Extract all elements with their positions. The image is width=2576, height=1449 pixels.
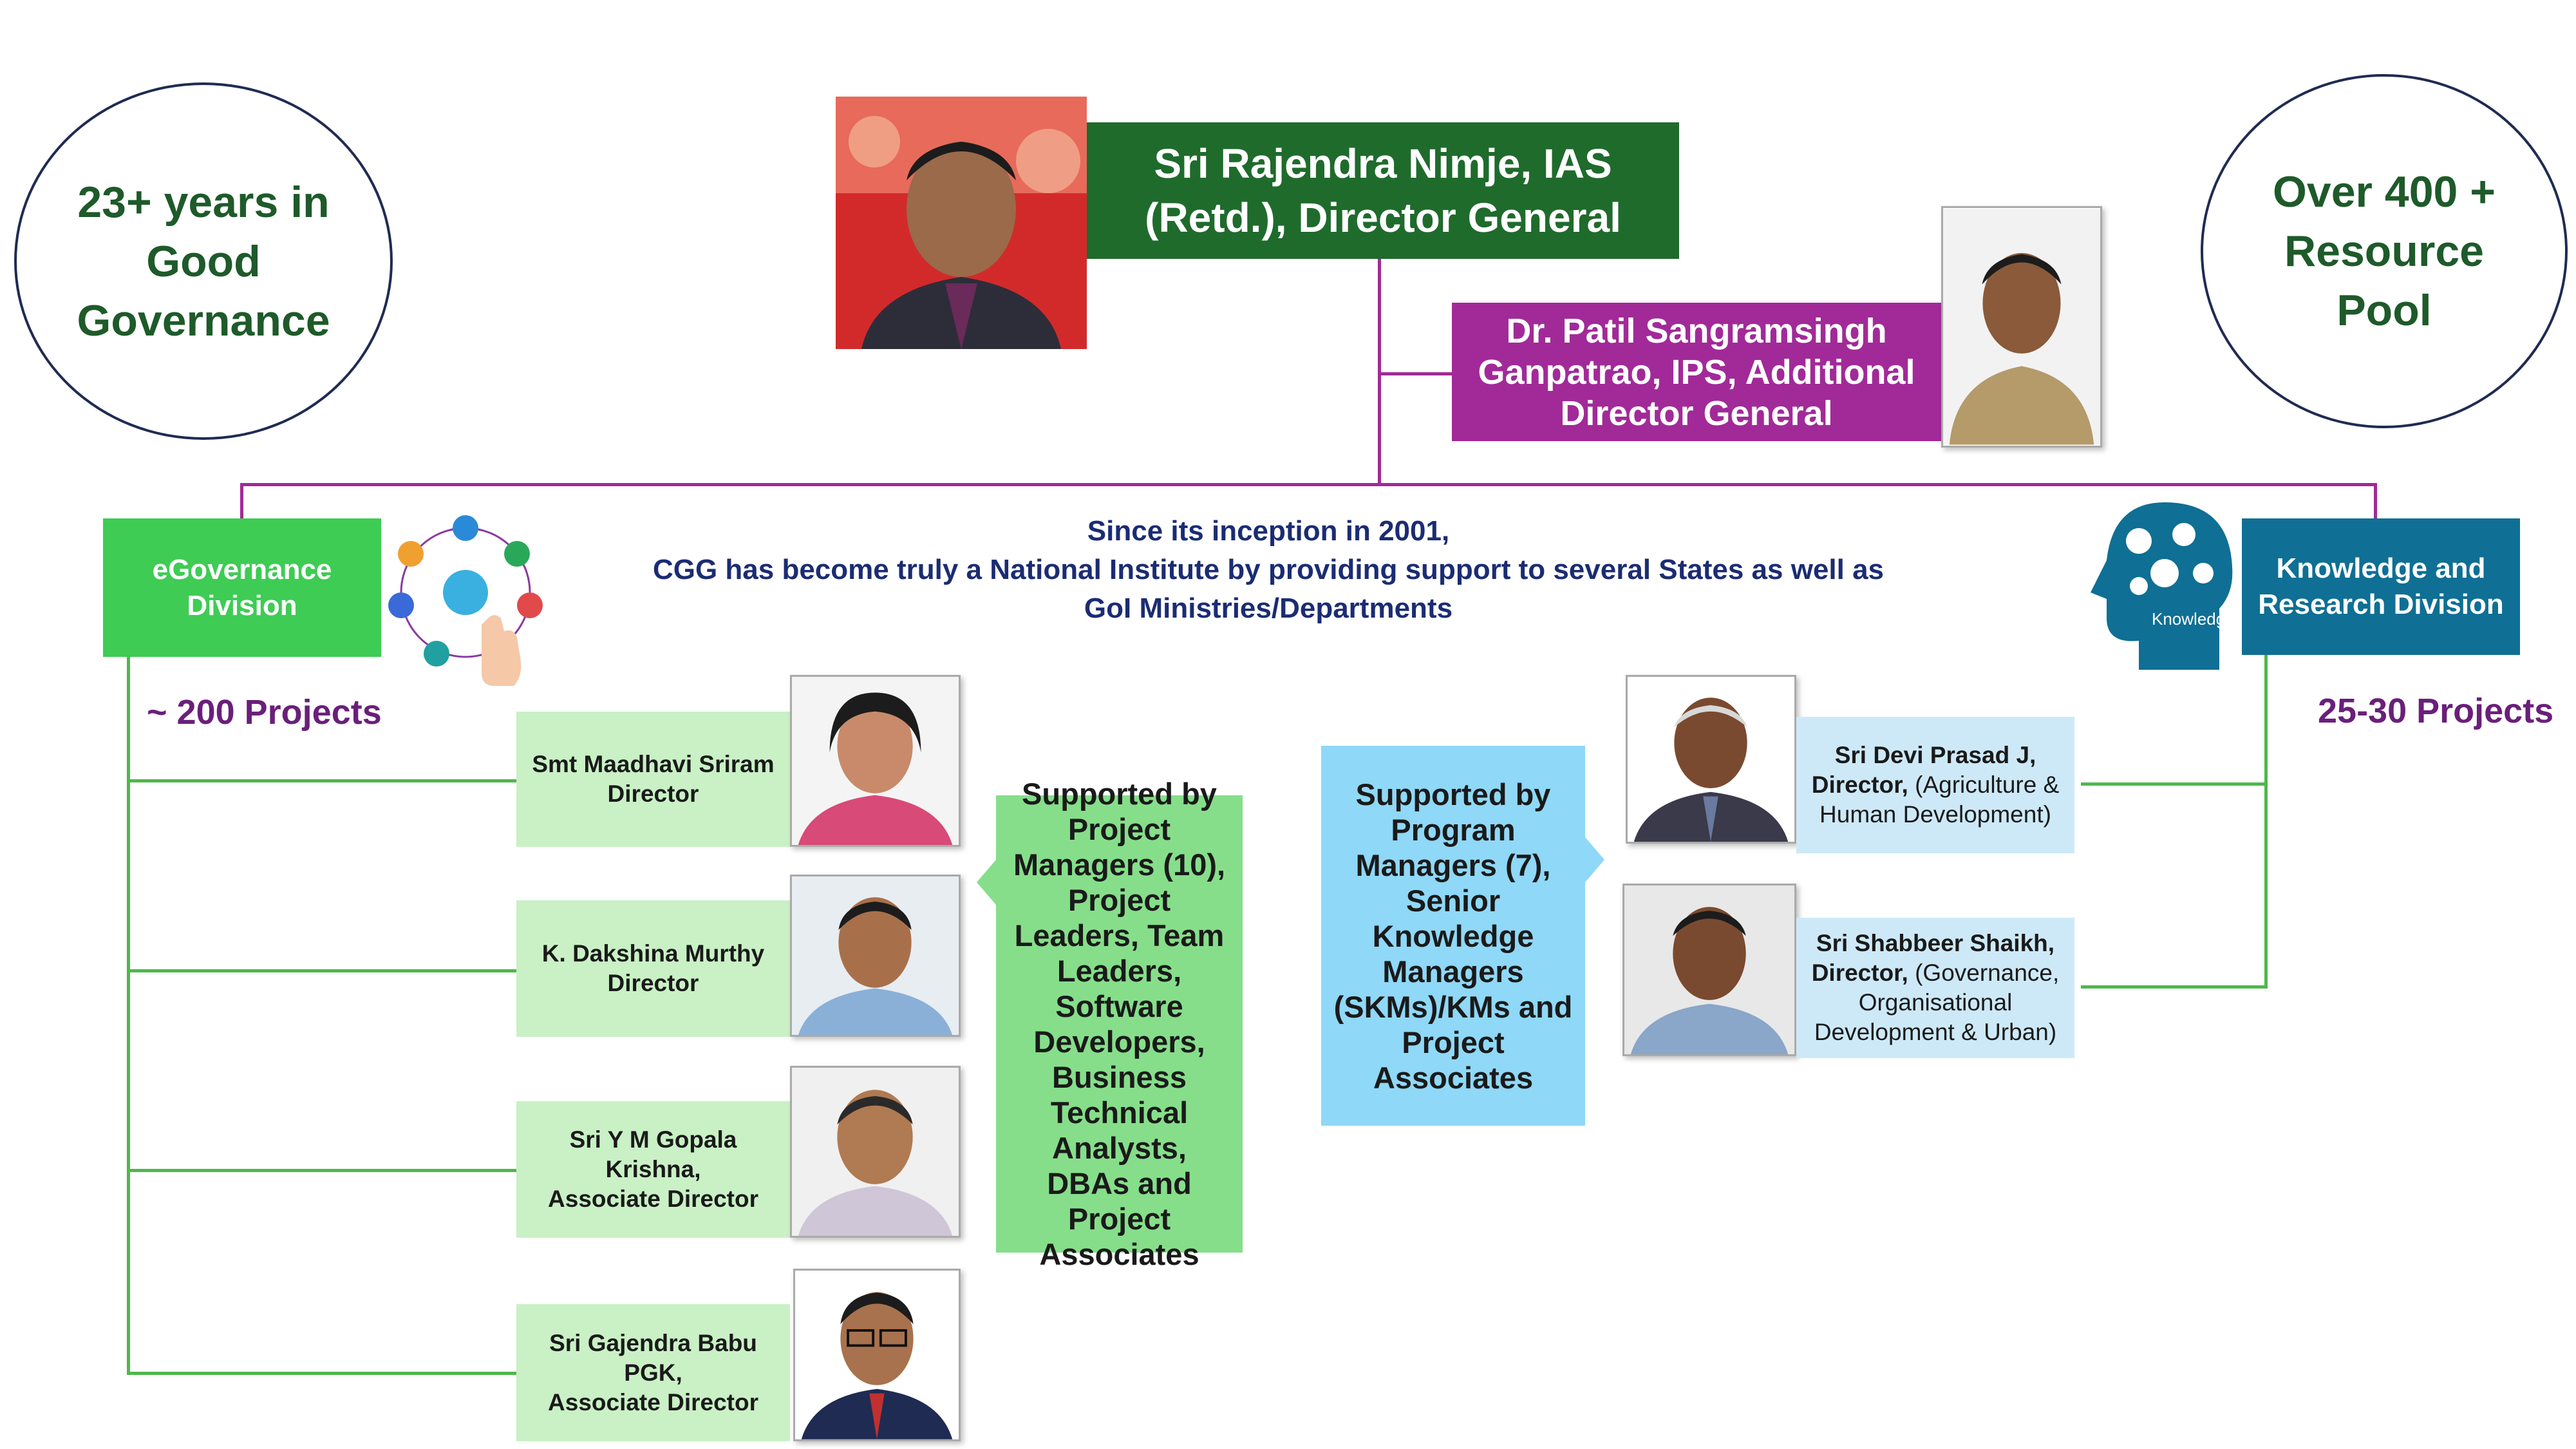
egov-member-card: Sri Y M Gopala Krishna, Associate Direct… bbox=[516, 1101, 790, 1238]
director-general-portrait-icon bbox=[836, 97, 1087, 349]
member-portrait-icon bbox=[792, 677, 959, 845]
member-portrait-icon bbox=[1628, 677, 1794, 842]
additional-dg-photo bbox=[1941, 206, 2102, 448]
division-horizontal-connector bbox=[240, 483, 2377, 486]
inception-line-3: GoI Ministries/Departments bbox=[1084, 592, 1453, 624]
member-name: Sri Shabbeer Shaikh, bbox=[1816, 930, 2055, 956]
krd-member-photo bbox=[1622, 884, 1796, 1056]
years-circle: 23+ years in Good Governance bbox=[14, 82, 393, 440]
egov-branch-1 bbox=[127, 779, 516, 782]
krd-drop-connector bbox=[2374, 483, 2377, 518]
director-general-photo bbox=[836, 97, 1087, 349]
member-role: Associate Director bbox=[548, 1186, 758, 1212]
resource-circle-text: Over 400 + Resource Pool bbox=[2273, 167, 2496, 335]
egov-division-box: eGovernance Division bbox=[103, 518, 381, 657]
krd-division-box: Knowledge and Research Division bbox=[2242, 518, 2520, 655]
member-portrait-icon bbox=[792, 876, 959, 1035]
knowledge-icon-label: Knowledge bbox=[2152, 609, 2235, 629]
dg-vertical-connector bbox=[1378, 259, 1381, 484]
egov-tree-vertical bbox=[127, 657, 130, 1375]
member-role: Director, bbox=[1811, 772, 1908, 798]
krd-support-text: Supported by Program Managers (7), Senio… bbox=[1333, 777, 1573, 1095]
member-role: Director bbox=[607, 781, 699, 807]
krd-member-photo bbox=[1626, 675, 1796, 844]
krd-support-arrow bbox=[1585, 837, 1604, 882]
egov-member-photo bbox=[790, 875, 961, 1037]
egov-drop-connector bbox=[240, 483, 243, 518]
member-area: (Governance, Organisational Development … bbox=[1814, 960, 2060, 1045]
krd-tree-vertical bbox=[2264, 655, 2268, 989]
knowledge-head-icon: Knowledge bbox=[2081, 496, 2242, 676]
egov-branch-4 bbox=[127, 1372, 516, 1375]
egov-member-card: Smt Maadhavi Sriram Director bbox=[516, 712, 790, 847]
member-portrait-icon bbox=[1624, 886, 1794, 1054]
member-name: Sri Gajendra Babu PGK, bbox=[549, 1329, 757, 1386]
egov-branch-3 bbox=[127, 1169, 516, 1172]
member-role: Director, bbox=[1811, 960, 1908, 986]
egov-division-label: eGovernance Division bbox=[152, 553, 332, 621]
member-name: Sri Devi Prasad J, bbox=[1834, 742, 2036, 768]
egov-projects-count: ~ 200 Projects bbox=[147, 693, 382, 732]
krd-member-card: Sri Shabbeer Shaikh, Director, (Governan… bbox=[1796, 918, 2074, 1058]
egov-support-text: Supported by Project Managers (10), Proj… bbox=[1013, 777, 1226, 1271]
director-general-label: Sri Rajendra Nimje, IAS (Retd.), Directo… bbox=[1145, 140, 1621, 241]
additional-dg-portrait-icon bbox=[1943, 209, 2100, 445]
krd-support-box: Supported by Program Managers (7), Senio… bbox=[1321, 746, 1585, 1126]
director-general-box: Sri Rajendra Nimje, IAS (Retd.), Directo… bbox=[1087, 122, 1679, 259]
additional-dg-label: Dr. Patil Sangramsingh Ganpatrao, IPS, A… bbox=[1478, 311, 1915, 433]
member-portrait-icon bbox=[792, 1068, 959, 1236]
egov-branch-2 bbox=[127, 969, 516, 972]
egov-member-photo bbox=[790, 1066, 961, 1238]
krd-projects-count: 25-30 Projects bbox=[2318, 692, 2554, 730]
member-role: Director bbox=[607, 970, 699, 996]
adg-connector bbox=[1378, 372, 1452, 375]
member-name: Smt Maadhavi Sriram bbox=[532, 751, 775, 777]
egov-member-photo bbox=[790, 675, 961, 847]
egov-support-box: Supported by Project Managers (10), Proj… bbox=[996, 777, 1243, 1271]
inception-line-2: CGG has become truly a National Institut… bbox=[652, 554, 1885, 585]
egov-support-arrow bbox=[977, 860, 996, 905]
member-name: Sri Y M Gopala Krishna, bbox=[569, 1126, 737, 1182]
inception-line-1: Since its inception in 2001, bbox=[1087, 515, 1450, 547]
krd-branch-2 bbox=[2081, 985, 2268, 989]
member-area: (Agriculture & Human Development) bbox=[1819, 772, 2060, 828]
additional-dg-box: Dr. Patil Sangramsingh Ganpatrao, IPS, A… bbox=[1452, 303, 1941, 441]
member-portrait-icon bbox=[795, 1271, 959, 1439]
egov-network-icon bbox=[385, 509, 546, 689]
egov-member-card: K. Dakshina Murthy Director bbox=[516, 900, 790, 1037]
egov-member-photo bbox=[793, 1269, 961, 1441]
krd-division-label: Knowledge and Research Division bbox=[2258, 553, 2504, 620]
years-circle-text: 23+ years in Good Governance bbox=[77, 177, 330, 345]
krd-member-card: Sri Devi Prasad J, Director, (Agricultur… bbox=[1796, 717, 2074, 853]
member-role: Associate Director bbox=[548, 1388, 758, 1416]
resource-circle: Over 400 + Resource Pool bbox=[2201, 74, 2568, 428]
member-name: K. Dakshina Murthy bbox=[541, 940, 765, 967]
egov-member-card: Sri Gajendra Babu PGK, Associate Directo… bbox=[516, 1304, 790, 1441]
inception-text: Since its inception in 2001, CGG has bec… bbox=[579, 512, 1957, 628]
krd-branch-1 bbox=[2081, 782, 2268, 786]
